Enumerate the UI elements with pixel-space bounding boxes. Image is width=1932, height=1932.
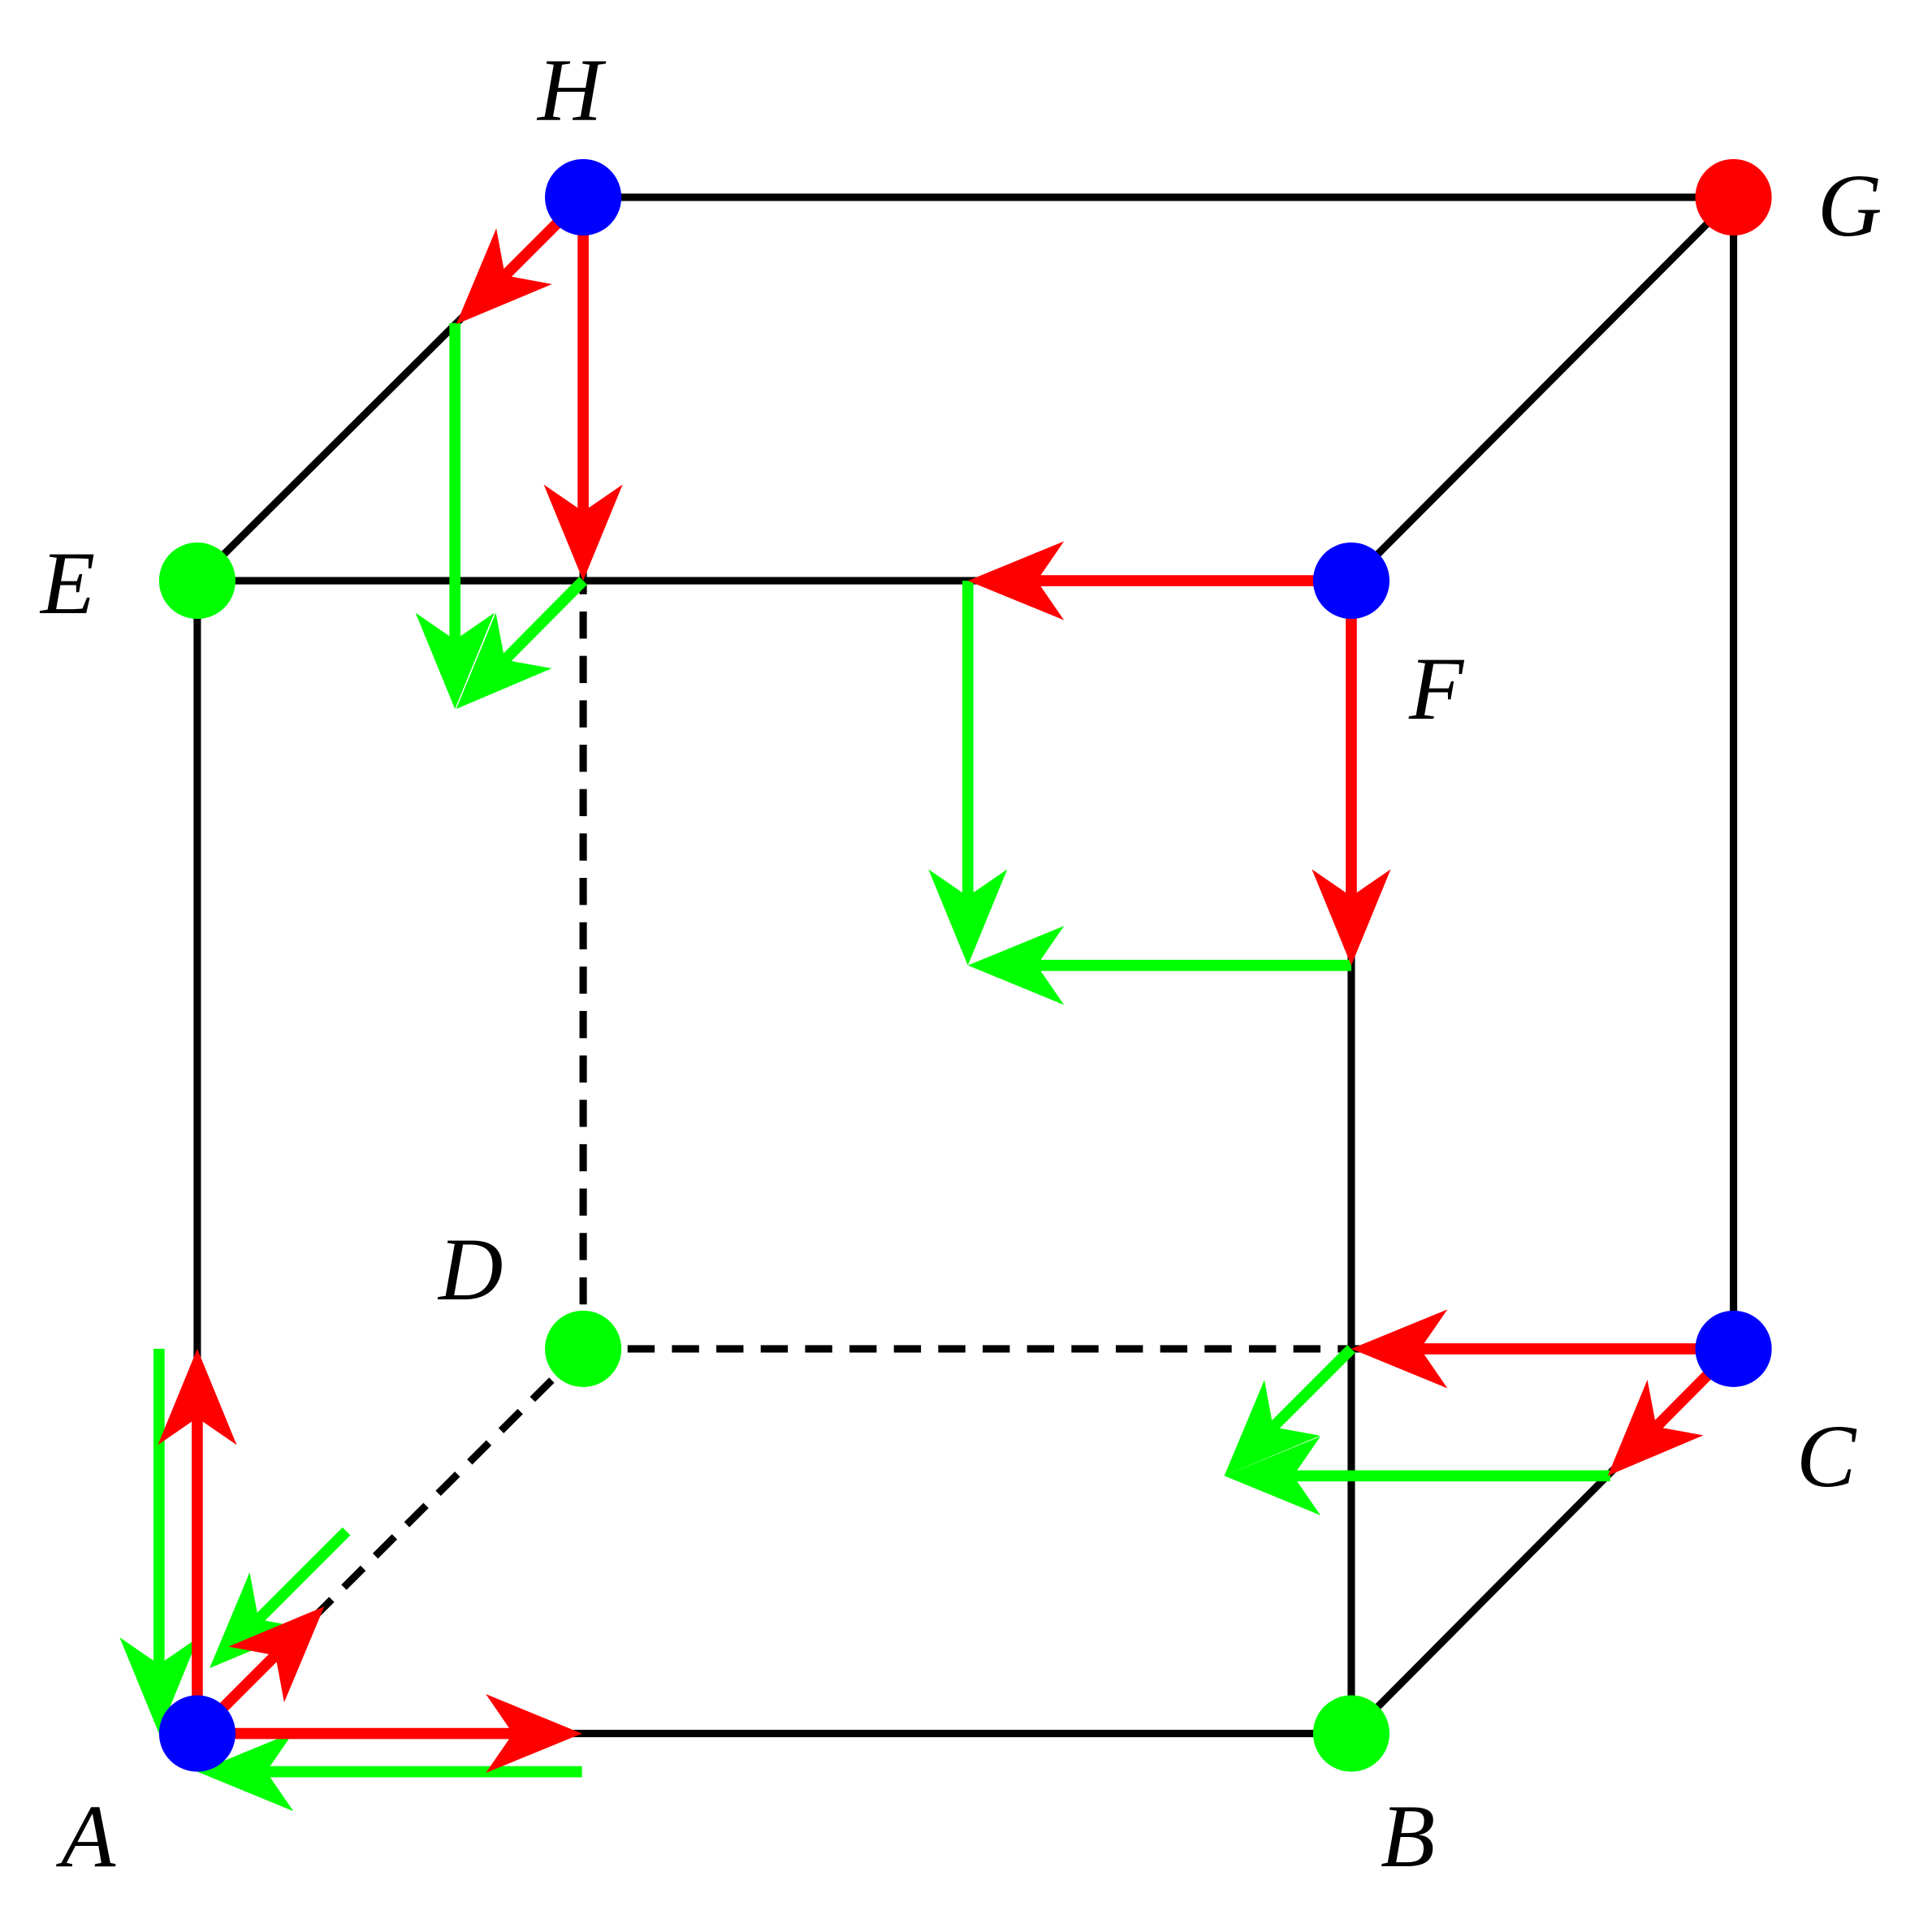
green-arrow-4 [456, 577, 587, 709]
vertex-g [1695, 158, 1772, 236]
vertex-label-f: F [1408, 639, 1465, 738]
cube-vertices [158, 158, 1772, 1772]
red-arrow-13 [1312, 581, 1391, 966]
green-arrow-8 [1224, 1436, 1610, 1515]
vertex-b [1312, 1695, 1390, 1772]
green-arrow-6 [967, 926, 1351, 1005]
vertex-f [1312, 542, 1390, 620]
red-arrow-9 [197, 1693, 582, 1774]
red-arrow-10 [158, 1348, 237, 1734]
vertex-a [158, 1695, 236, 1772]
vertex-e [158, 542, 236, 620]
green-arrow-3 [415, 322, 495, 709]
vertex-c [1695, 1310, 1772, 1387]
edge-fg [1348, 194, 1736, 584]
vertex-label-e: E [39, 534, 95, 633]
green-arrow-2 [210, 1527, 351, 1669]
vertex-label-g: G [1817, 156, 1882, 255]
green-arrow-7 [1224, 1345, 1355, 1476]
red-arrow-12 [967, 541, 1351, 620]
vertex-label-d: D [437, 1220, 503, 1319]
vertex-label-a: A [55, 1787, 116, 1886]
vertex-d [545, 1310, 622, 1387]
green-arrow-5 [928, 581, 1008, 966]
vertex-label-b: B [1381, 1787, 1435, 1886]
green-arrow-0 [197, 1732, 582, 1812]
green-arrow-1 [119, 1348, 199, 1734]
red-arrow-14 [543, 197, 623, 581]
cube-edges [193, 193, 1738, 1738]
red-arrow-16 [1351, 1309, 1734, 1389]
vertex-label-h: H [536, 41, 607, 140]
vertex-label-c: C [1796, 1407, 1857, 1506]
vertex-labels: A B C D E F G H [39, 41, 1882, 1886]
vertex-h [545, 158, 622, 236]
